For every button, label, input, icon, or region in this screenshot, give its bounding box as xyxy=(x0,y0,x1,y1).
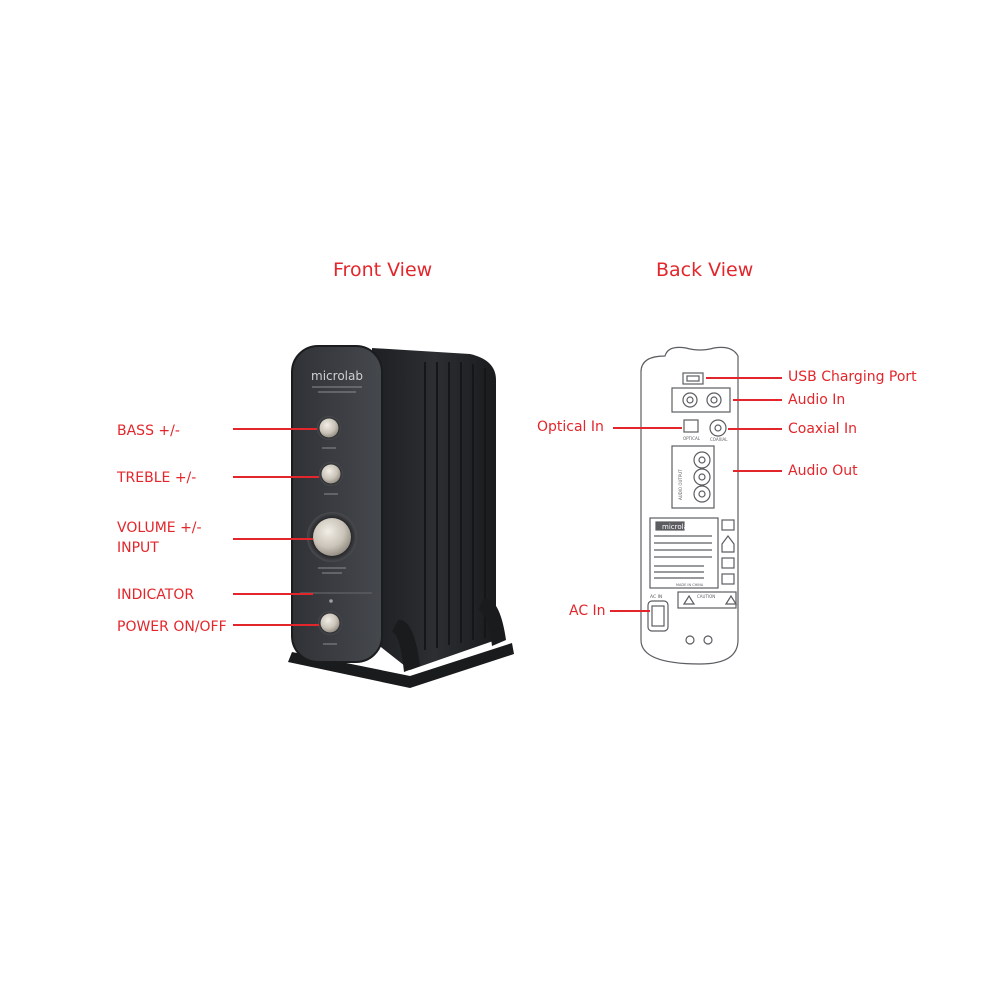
ac-in-callout-line xyxy=(610,610,650,612)
device-side xyxy=(372,348,496,670)
back-panel-outline xyxy=(640,346,739,665)
usb-callout-line xyxy=(706,377,782,379)
ac-in-socket xyxy=(647,600,669,632)
treble-knob xyxy=(321,464,341,484)
device-base xyxy=(288,643,514,688)
audio-out-callout-line xyxy=(733,470,782,472)
stand-leg-right xyxy=(478,598,506,646)
volume-label: VOLUME +/- xyxy=(117,520,202,536)
stand-leg-left xyxy=(392,619,420,672)
coaxial-in-callout-line xyxy=(728,428,782,430)
input-label: INPUT xyxy=(117,540,159,556)
made-in-text: MADE IN CHINA xyxy=(676,583,704,587)
indicator-light xyxy=(329,599,333,603)
volume-knob xyxy=(313,518,351,556)
bass-knob xyxy=(319,418,339,438)
ac-in-panel-text: AC IN xyxy=(650,594,662,600)
coaxial-in-label: Coaxial In xyxy=(788,421,858,437)
power-button xyxy=(320,613,340,633)
audio-in-block xyxy=(671,387,731,413)
indicator-callout-line xyxy=(233,593,313,595)
audio-out-label: Audio Out xyxy=(788,463,858,479)
device-front-face xyxy=(291,345,383,663)
audio-output-block xyxy=(671,445,715,509)
back-view-title: Back View xyxy=(656,259,754,281)
usb-charging-port-label: USB Charging Port xyxy=(788,369,917,385)
power-callout-line xyxy=(233,624,319,626)
back-brand-text: microlab xyxy=(662,523,693,531)
audio-output-text: AUDIO OUTPUT xyxy=(678,469,683,500)
coaxial-port-text: COAXIAL xyxy=(710,437,728,442)
power-label: POWER ON/OFF xyxy=(117,619,227,635)
usb-port xyxy=(682,372,704,385)
ac-in-label: AC In xyxy=(569,603,606,619)
volume-callout-line xyxy=(233,538,313,540)
front-view-title: Front View xyxy=(333,259,433,281)
front-brand-text: microlab xyxy=(311,369,363,383)
optical-in-label: Optical In xyxy=(537,419,604,435)
audio-in-label: Audio In xyxy=(788,392,846,408)
audio-in-callout-line xyxy=(733,399,782,401)
bass-callout-line xyxy=(233,428,317,430)
caution-plate xyxy=(677,591,737,609)
spec-label-plate xyxy=(649,517,719,589)
bass-label: BASS +/- xyxy=(117,423,180,439)
caution-text: CAUTION xyxy=(697,594,715,599)
optical-port-text: OPTICAL xyxy=(683,436,701,441)
treble-label: TREBLE +/- xyxy=(117,470,197,486)
coaxial-port xyxy=(709,419,727,437)
optical-in-callout-line xyxy=(613,427,682,429)
optical-port xyxy=(683,419,699,433)
treble-callout-line xyxy=(233,476,319,478)
device-fins xyxy=(424,362,486,650)
indicator-label: INDICATOR xyxy=(117,587,195,603)
